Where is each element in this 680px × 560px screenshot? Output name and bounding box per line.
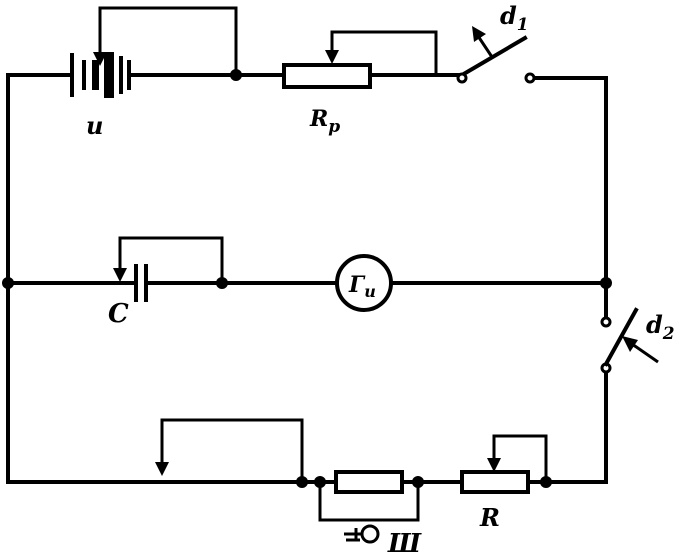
switch-d1-contact-left (456, 72, 468, 84)
battery-label: u (86, 111, 103, 140)
galvanometer-label-main: Г (348, 272, 366, 298)
switch-d2-label-sub: 2 (662, 324, 675, 344)
galvanometer-label-sub: u (364, 282, 376, 301)
galvanometer-label: Гu (348, 272, 376, 301)
battery-tap-arrow-icon (93, 52, 107, 66)
rheostat-label-main: R (309, 106, 328, 132)
switch-d2-label: d2 (646, 310, 675, 344)
junction-dot (2, 277, 14, 289)
junction-dot (216, 277, 228, 289)
capacitor-tap-arrow-icon (113, 268, 127, 282)
capacitor-label: C (108, 299, 129, 329)
bottom-tap-arrow-icon (155, 462, 169, 476)
resistor-tap-arrow-icon (487, 458, 501, 472)
switch-d2-label-main: d (646, 310, 663, 339)
switch-d2-contact-top (600, 316, 612, 328)
switch-d1-label-sub: 1 (517, 15, 529, 35)
switch-d2[interactable] (600, 307, 659, 374)
junction-dot (540, 476, 552, 488)
switch-d2-arrow-icon (622, 336, 638, 352)
switch-d1[interactable] (456, 26, 536, 84)
junction-dot (600, 277, 612, 289)
rheostat-label-sub: p (328, 117, 340, 137)
junction-dot (230, 69, 242, 81)
junction-dot (296, 476, 308, 488)
battery (70, 6, 238, 98)
capacitor (113, 236, 224, 302)
rheostat-tap-arrow-icon (325, 50, 339, 64)
rheostat-rp (282, 30, 438, 89)
shunt-plug-icon (360, 524, 380, 544)
rheostat-label: Rp (309, 106, 340, 137)
switch-d1-contact-right (524, 72, 536, 84)
switch-d1-label-main: d (500, 1, 517, 30)
galvanometer (335, 254, 393, 312)
resistor-label: R (479, 503, 500, 532)
shunt (314, 470, 424, 544)
switch-d1-arrow-icon (472, 26, 486, 42)
shunt-label: Ш (387, 529, 422, 559)
bottom-tap-loop (155, 418, 304, 482)
resistor-r (460, 434, 548, 494)
switch-d1-label: d1 (500, 1, 529, 35)
